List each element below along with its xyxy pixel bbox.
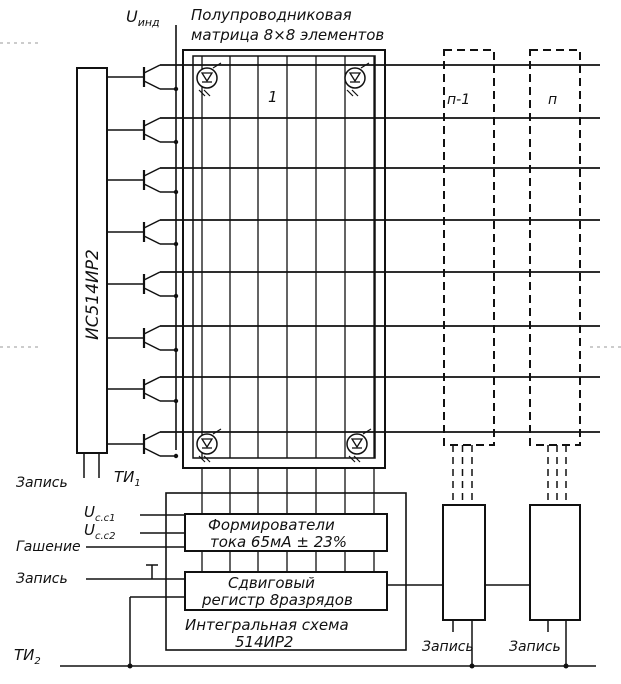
transistor-emitter [143, 80, 161, 90]
ic-514ir2-vertical-label: ИС514ИР2 [83, 249, 103, 340]
module-n-minus-1-ic-box [442, 504, 486, 621]
led-body [196, 433, 218, 455]
transistor-collector [143, 167, 161, 177]
transistor-symbol [142, 376, 179, 404]
transistor-collector [143, 271, 161, 281]
matrix-row-lines [160, 64, 600, 433]
transistor-emitter [143, 341, 161, 351]
module-n-dashed [529, 49, 581, 446]
ti2-label: ТИ2 [14, 646, 41, 667]
transistor-symbol [142, 431, 179, 459]
block-1-label: 1 [268, 88, 278, 106]
transistor-symbol [142, 271, 179, 299]
shift-register-line2: регистр 8разрядов [201, 591, 353, 609]
zapis-n-minus-1-label: Запись [422, 639, 474, 655]
led-lead [360, 62, 370, 69]
transistor-collector [143, 431, 161, 441]
led-icon [346, 428, 372, 463]
led-arrow [198, 89, 206, 97]
matrix-column-lines [201, 56, 375, 458]
transistor-emitter [143, 133, 161, 143]
current-drivers-line2: тока 65мА ± 23% [210, 533, 347, 551]
led-lead [212, 428, 222, 435]
transistor-collector [143, 117, 161, 127]
led-arrow [351, 89, 359, 97]
led-arrow [203, 89, 211, 97]
matrix-title-line1: Полупроводниковая [191, 6, 352, 24]
led-triangle [350, 438, 364, 449]
ic-caption-line1: Интегральная схема [185, 616, 349, 634]
junction-dot [469, 663, 475, 669]
module-n-label: п [548, 92, 557, 108]
transistor-emitter [143, 183, 161, 193]
led-arrow [353, 455, 361, 463]
gashenie-label: Гашение [16, 539, 81, 555]
junction-dot [127, 663, 133, 669]
led-icon [196, 62, 222, 97]
zapis-n-label: Запись [509, 639, 561, 655]
led-body [344, 67, 366, 89]
shift-register-box [184, 571, 388, 611]
matrix-inner-frame [192, 55, 376, 459]
u-ind-label: Uинд [126, 7, 160, 29]
led-triangle [200, 438, 214, 449]
led-body [346, 433, 368, 455]
matrix-outer-frame [182, 49, 386, 469]
shift-register-line1: Сдвиговый [228, 574, 315, 592]
ic-514ir2-frame [165, 492, 407, 651]
led-arrow [346, 89, 354, 97]
transistor-symbol [142, 64, 179, 92]
ic-514ir2-vertical-block [76, 67, 108, 454]
transistor-collector [143, 376, 161, 386]
ic-caption-line2: 514ИР2 [235, 633, 293, 651]
junction-dot [173, 453, 179, 459]
junction-dot [563, 663, 569, 669]
transistor-symbol [142, 219, 179, 247]
transistor-emitter [143, 287, 161, 297]
transistor-collector [143, 219, 161, 229]
led-arrow [198, 455, 206, 463]
led-lead [362, 428, 372, 435]
module-n-minus-1-label: п-1 [447, 92, 470, 108]
transistor-symbol [142, 167, 179, 195]
transistor-emitter [143, 235, 161, 245]
transistor-symbol [142, 325, 179, 353]
module-dashed-wiring [452, 445, 567, 505]
led-icon [196, 428, 222, 463]
zapis-mid-label: Запись [16, 571, 68, 587]
led-arrow [203, 455, 211, 463]
led-arrow [348, 455, 356, 463]
led-symbols [196, 62, 372, 463]
uc1-label: Uс.с1 [84, 503, 116, 524]
signal-wiring [60, 453, 596, 667]
led-triangle [200, 72, 214, 83]
transistor-emitter [143, 392, 161, 402]
transistor-symbol [142, 117, 179, 145]
ic-output-wires [107, 76, 144, 445]
uc2-label: Uс.с2 [84, 521, 116, 542]
current-drivers-line1: Формирователи [208, 516, 335, 534]
matrix-title-line2: матрица 8×8 элементов [191, 26, 384, 44]
module-n-minus-1-dashed [443, 49, 495, 446]
led-triangle [348, 72, 362, 83]
module-n-ic-box [529, 504, 581, 621]
transistor-collector [143, 325, 161, 335]
zapis-bottom-left-label: Запись [16, 475, 68, 491]
transistor-collector [143, 64, 161, 74]
ti1-label: ТИ1 [114, 468, 141, 489]
transistor-emitter [143, 447, 161, 457]
transistor-column [142, 64, 179, 459]
led-lead [212, 62, 222, 69]
led-body [196, 67, 218, 89]
column-to-driver-wires [201, 468, 375, 572]
led-icon [344, 62, 370, 97]
